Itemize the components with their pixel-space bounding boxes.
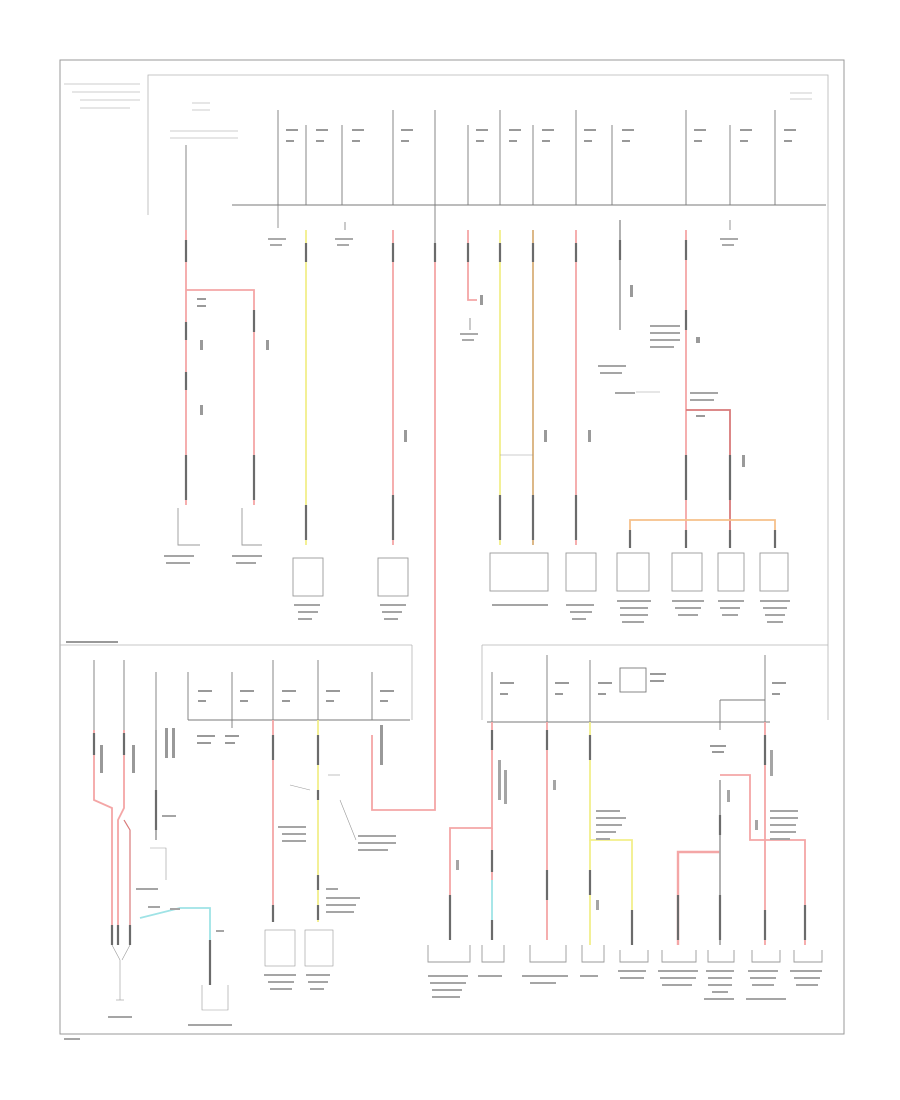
bottom-left-connectors bbox=[92, 733, 320, 985]
bottom-left-fuse-labels bbox=[100, 690, 394, 773]
bottom-header-labels bbox=[66, 641, 118, 643]
wire-red-8 bbox=[686, 409, 731, 530]
wire-red-r1 bbox=[449, 722, 493, 940]
bottom-right-labels bbox=[428, 750, 822, 1000]
wire-orange-bus bbox=[629, 519, 776, 535]
wire-cyan-b1 bbox=[139, 907, 211, 940]
bottom-left-fuses bbox=[93, 660, 373, 730]
wire-red-2 bbox=[186, 289, 255, 505]
wire-red-r6 bbox=[676, 850, 720, 945]
wire-yellow-r1 bbox=[589, 722, 633, 945]
top-wire-labels bbox=[197, 285, 745, 467]
top-connectors bbox=[184, 240, 777, 548]
bottom-right-boxes bbox=[427, 945, 823, 963]
wire-red-b2 bbox=[117, 730, 125, 945]
wire-red-b3 bbox=[123, 819, 131, 945]
bottom-right-fuse-labels bbox=[500, 673, 786, 753]
top-stubs bbox=[277, 205, 731, 330]
wire-red-5 bbox=[467, 230, 477, 301]
bottom-left-labels bbox=[64, 815, 396, 1040]
wire-red-b1 bbox=[93, 730, 113, 945]
bottom-right-connectors bbox=[448, 730, 807, 945]
top-component-boxes bbox=[177, 508, 789, 597]
bottom-right-wires bbox=[449, 722, 806, 945]
bottom-left-wires bbox=[93, 720, 319, 945]
frame-lines bbox=[60, 74, 829, 720]
diagram-border bbox=[59, 59, 845, 1035]
top-fuse-labels bbox=[286, 129, 796, 142]
top-fuses bbox=[185, 110, 776, 260]
bottom-left-misc bbox=[111, 774, 357, 1011]
fuse-box-header bbox=[170, 92, 812, 139]
bottom-right-fuses bbox=[491, 655, 766, 730]
wire-red-r4 bbox=[720, 774, 806, 945]
legend-box bbox=[64, 83, 140, 109]
wire-red-4 bbox=[371, 260, 436, 811]
top-stub-labels bbox=[268, 238, 738, 341]
top-component-labels bbox=[164, 325, 790, 623]
